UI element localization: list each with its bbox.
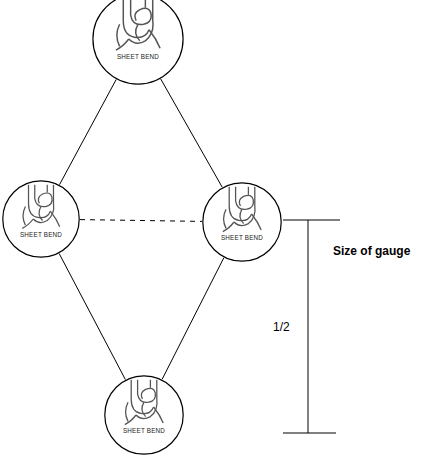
knot-name: SHEET BEND <box>2 231 80 238</box>
knot-name: SHEET BEND <box>202 234 282 241</box>
bracket-top <box>283 220 340 221</box>
sheet-bend-knot <box>125 380 163 425</box>
rope-strand <box>126 402 128 421</box>
rope-strand <box>33 185 54 223</box>
circle-outline <box>202 182 282 262</box>
dimension-label: 1/2 <box>273 320 290 334</box>
circle-border <box>203 183 281 261</box>
connector-line <box>161 79 223 187</box>
rope-strand <box>223 222 234 232</box>
rope-strand <box>248 187 249 195</box>
connector-line <box>80 220 202 222</box>
sheet-bend-knot <box>22 185 59 229</box>
knot-name: SHEET BEND <box>104 427 184 434</box>
dimension-bracket <box>283 220 340 433</box>
rope-strand <box>47 185 48 193</box>
gauge-label: Size of gauge <box>333 244 410 258</box>
circle-border <box>105 376 183 454</box>
rope-strand <box>22 219 33 228</box>
rope-strand <box>142 402 146 416</box>
connector-line <box>59 254 125 380</box>
sheet-bend-knot <box>223 187 261 232</box>
circle-outline <box>104 375 184 455</box>
knot-circle: SHEET BEND <box>202 182 282 262</box>
rope-strand <box>149 30 160 48</box>
knot-circle: SHEET BEND <box>104 375 184 455</box>
rope-strand <box>35 185 52 207</box>
rope-strand <box>145 0 146 8</box>
rope-strand <box>116 39 129 50</box>
rope-strand <box>136 380 157 419</box>
connector-line <box>60 79 117 184</box>
circle-border <box>3 181 79 257</box>
rope-strand <box>236 187 254 210</box>
sheet-bend-knot <box>116 0 160 50</box>
rope-strand <box>252 214 262 230</box>
knot-name: SHEET BEND <box>92 53 184 60</box>
circle-outline <box>92 0 184 85</box>
rope-strand <box>138 380 156 403</box>
knot-circle: SHEET BEND <box>2 180 80 258</box>
rope-strand <box>154 407 164 423</box>
bracket-bottom <box>283 433 336 434</box>
rope-strand <box>50 211 59 227</box>
rope-strand <box>129 0 153 43</box>
circle-outline <box>2 180 80 258</box>
rope-strand <box>125 415 136 425</box>
rope-strand <box>23 207 25 226</box>
rope-strand <box>150 380 151 388</box>
rope-strand <box>234 187 255 226</box>
rope-strand <box>39 207 43 221</box>
rope-strand <box>131 0 152 25</box>
rope-strand <box>240 209 244 223</box>
knot-circle: SHEET BEND <box>92 0 184 85</box>
rope-strand <box>224 209 226 228</box>
rope-strand <box>136 24 140 41</box>
bracket-stem <box>308 220 309 433</box>
circle-border <box>93 0 183 84</box>
rope-strand <box>117 24 120 46</box>
connector-line <box>162 258 224 380</box>
